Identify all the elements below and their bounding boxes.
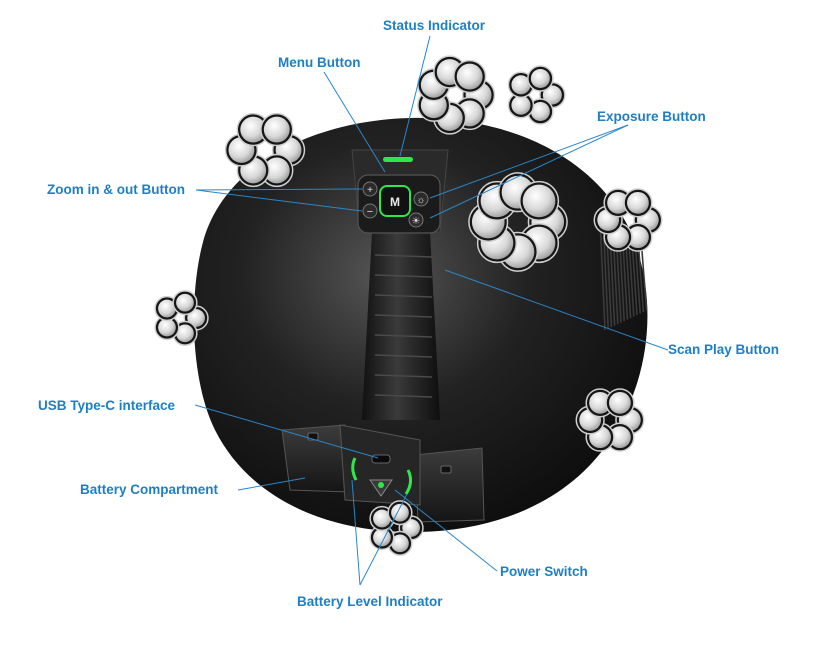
label-usb-interface: USB Type-C interface <box>38 398 176 413</box>
zoom-in-button[interactable] <box>362 181 378 197</box>
device-handle <box>362 232 440 420</box>
handle-rib <box>374 294 433 298</box>
label-power-switch: Power Switch <box>500 564 588 579</box>
grille-slat <box>599 219 606 331</box>
grille-slat <box>637 243 645 313</box>
label-menu-button: Menu Button <box>278 55 361 70</box>
camera-lens <box>263 116 290 143</box>
grille-slat <box>624 235 632 319</box>
label-battery-level-indicator: Battery Level Indicator <box>297 594 443 609</box>
leader-line <box>195 189 363 212</box>
camera-lens <box>402 519 420 537</box>
lens-cluster <box>575 388 645 452</box>
exposure-dim-icon: ☀ <box>412 216 421 227</box>
leader-line <box>399 35 431 157</box>
camera-lens <box>627 191 649 214</box>
battery-compartment-right <box>414 447 485 523</box>
zoom-in-icon: + <box>367 185 373 196</box>
label-scan-play-button: Scan Play Button <box>668 342 780 357</box>
camera-lens <box>176 293 194 312</box>
camera-lens <box>607 191 629 214</box>
camera-lens <box>263 157 290 184</box>
camera-lens <box>158 318 176 337</box>
camera-lens <box>158 299 176 318</box>
lens-cluster <box>417 55 496 135</box>
zoom-out-button[interactable] <box>362 203 378 219</box>
camera-lens <box>391 534 409 553</box>
exposure-sun-icon: ☼ <box>416 195 425 206</box>
camera-lens <box>609 391 631 414</box>
leader-line <box>237 477 306 491</box>
grille-slat <box>634 241 641 314</box>
camera-lens <box>589 391 611 414</box>
camera-lens-clusters <box>154 55 663 556</box>
label-battery-compartment: Battery Compartment <box>80 482 219 497</box>
leader-line <box>195 188 363 191</box>
menu-button[interactable] <box>379 185 411 217</box>
handle-rib <box>374 354 433 358</box>
camera-lens <box>542 85 562 105</box>
menu-button-key: M <box>390 195 400 209</box>
battery-center-block <box>339 424 421 506</box>
handle-rib <box>374 374 433 378</box>
grille-slat <box>631 239 638 316</box>
handle-rib <box>374 394 433 398</box>
battery-level-indicator-left <box>351 457 358 481</box>
camera-lens <box>373 509 391 528</box>
leader-line <box>323 71 386 173</box>
handle-ribs <box>374 254 433 398</box>
handle-rib <box>374 254 433 258</box>
leader-line <box>444 269 669 351</box>
grille-slat <box>628 237 635 317</box>
camera-lens <box>522 184 556 218</box>
camera-lens <box>176 324 194 343</box>
camera-lens <box>609 426 631 449</box>
label-zoom-button: Zoom in & out Button <box>47 182 185 197</box>
battery-level-indicator-right <box>404 469 413 495</box>
usb-type-c-port[interactable] <box>371 454 391 464</box>
lens-cluster <box>468 172 568 272</box>
camera-lens <box>530 101 550 122</box>
camera-lens <box>456 63 483 90</box>
handle-rib <box>374 334 433 338</box>
handle-rib <box>374 274 433 278</box>
callout-leader-lines <box>194 35 669 586</box>
camera-lens <box>627 226 649 249</box>
leader-line <box>351 479 361 586</box>
camera-lens <box>511 75 531 95</box>
leader-line <box>394 489 498 572</box>
handle-rib <box>374 314 433 318</box>
power-switch-dot <box>378 482 384 488</box>
exposure-down-button[interactable] <box>408 212 424 228</box>
camera-lens <box>511 95 531 115</box>
lens-cluster <box>507 65 566 125</box>
lens-cluster <box>224 112 306 188</box>
lens-cluster <box>154 290 209 346</box>
leader-line <box>359 493 408 586</box>
battery-latch-right <box>440 465 452 474</box>
label-status-indicator: Status Indicator <box>383 18 486 33</box>
zoom-out-icon: − <box>367 206 373 218</box>
grille-slat <box>640 245 648 311</box>
exposure-up-button[interactable] <box>413 191 429 207</box>
leader-line <box>429 124 629 219</box>
side-grille <box>599 219 648 331</box>
camera-lens <box>240 116 267 143</box>
lens-cluster <box>593 188 663 252</box>
label-exposure-button: Exposure Button <box>597 109 706 124</box>
camera-lens <box>530 68 550 89</box>
leader-line <box>429 124 629 199</box>
camera-lens <box>187 309 205 327</box>
status-indicator-light <box>383 157 413 162</box>
leader-line <box>194 404 379 459</box>
